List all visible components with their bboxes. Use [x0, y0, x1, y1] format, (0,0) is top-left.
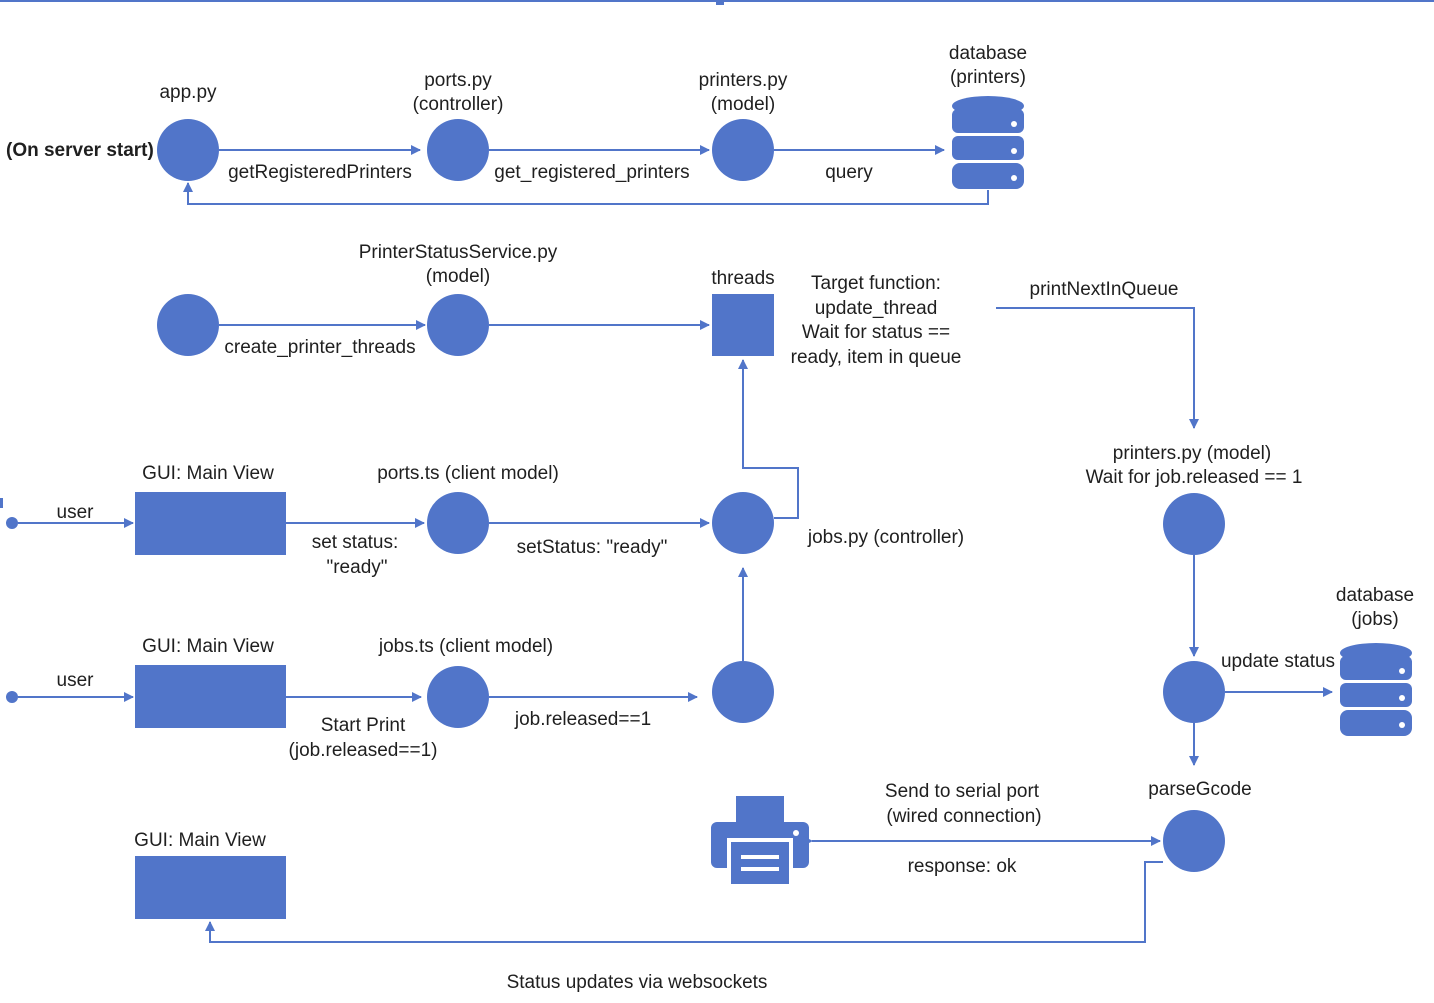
- update-status-label: update status: [1221, 651, 1335, 672]
- printer-status-service-sublabel: (model): [426, 266, 490, 287]
- gui-main-view-box-1: [135, 492, 286, 555]
- query-label: query: [825, 162, 873, 183]
- gui-main-view-box-3: [135, 856, 286, 919]
- target-function-name: update_thread: [815, 298, 938, 319]
- start-print-sublabel: (job.released==1): [289, 740, 438, 761]
- printer-status-service-node: [427, 294, 489, 356]
- start-print-label: Start Print: [321, 715, 406, 736]
- gui-main-view-label-2: GUI: Main View: [142, 636, 274, 657]
- printers-py-label: printers.py: [699, 70, 788, 91]
- jobs-ts-node: [427, 666, 489, 728]
- edge-jobs-to-threads: [738, 359, 799, 519]
- target-function-wait: Wait for status ==: [802, 322, 950, 343]
- ports-ts-label: ports.ts (client model): [377, 463, 559, 484]
- gui-main-view-label-3: GUI: Main View: [134, 830, 266, 851]
- frame-handle: [716, 0, 724, 5]
- set-status-value: "ready": [326, 557, 387, 578]
- status-updates-label: Status updates via websockets: [507, 972, 768, 993]
- printers-model-wait-label: Wait for job.released == 1: [1086, 467, 1303, 488]
- job-released-label: job.released==1: [514, 709, 651, 730]
- app-py-label: app.py: [159, 82, 217, 103]
- edge-db-return-to-app: [183, 182, 989, 205]
- parse-gcode-label: parseGcode: [1148, 779, 1252, 800]
- ports-py-node: [427, 119, 489, 181]
- db-printers-sublabel: (printers): [950, 67, 1026, 88]
- threads-node: [712, 294, 774, 356]
- gui-main-view-label-1: GUI: Main View: [142, 463, 274, 484]
- database-icon: [1340, 643, 1412, 736]
- user-label-2: user: [57, 670, 95, 691]
- user-start-dot-2: [6, 691, 18, 703]
- target-function-condition: ready, item in queue: [791, 347, 962, 368]
- get-registered-printers-snake-label: get_registered_printers: [494, 162, 689, 183]
- parse-gcode-node: [1163, 810, 1225, 872]
- printers-model-node: [1163, 493, 1225, 555]
- jobs-py-label: jobs.py (controller): [807, 527, 964, 548]
- printer-status-service-label: PrinterStatusService.py: [359, 242, 558, 263]
- response-ok-label: response: ok: [908, 856, 1017, 877]
- user-label-1: user: [57, 502, 95, 523]
- send-serial-sublabel: (wired connection): [886, 806, 1041, 827]
- printers-py-node: [712, 119, 774, 181]
- job-release-node: [712, 661, 774, 723]
- update-status-node: [1163, 661, 1225, 723]
- threads-start-node: [157, 294, 219, 356]
- user-start-dot-1: [6, 517, 18, 529]
- ports-py-label: ports.py: [424, 70, 492, 91]
- target-function-label: Target function:: [811, 273, 941, 294]
- set-status-label: set status:: [312, 532, 399, 553]
- db-printers-label: database: [949, 43, 1027, 64]
- set-status-ready-label: setStatus: "ready": [517, 537, 668, 558]
- ports-ts-node: [427, 492, 489, 554]
- frame-left-handle: [0, 498, 3, 508]
- printers-model-label: printers.py (model): [1113, 443, 1271, 464]
- printer-icon: [711, 796, 809, 888]
- printers-py-sublabel: (model): [711, 94, 775, 115]
- edge-queue-to-printers-model: [996, 307, 1199, 429]
- print-next-in-queue-label: printNextInQueue: [1030, 279, 1179, 300]
- on-server-start-label: (On server start): [6, 140, 154, 161]
- edge-websocket-to-gui: [205, 861, 1163, 943]
- app-py-node: [157, 119, 219, 181]
- ports-py-sublabel: (controller): [413, 94, 504, 115]
- get-registered-printers-camel-label: getRegisteredPrinters: [228, 162, 412, 183]
- jobs-py-node: [712, 492, 774, 554]
- db-jobs-label: database: [1336, 585, 1414, 606]
- gui-main-view-box-2: [135, 665, 286, 728]
- create-printer-threads-label: create_printer_threads: [224, 337, 415, 358]
- send-serial-label: Send to serial port: [885, 781, 1040, 802]
- db-jobs-sublabel: (jobs): [1351, 609, 1399, 630]
- threads-label: threads: [711, 268, 774, 289]
- database-icon: [952, 96, 1024, 189]
- jobs-ts-label: jobs.ts (client model): [378, 636, 553, 657]
